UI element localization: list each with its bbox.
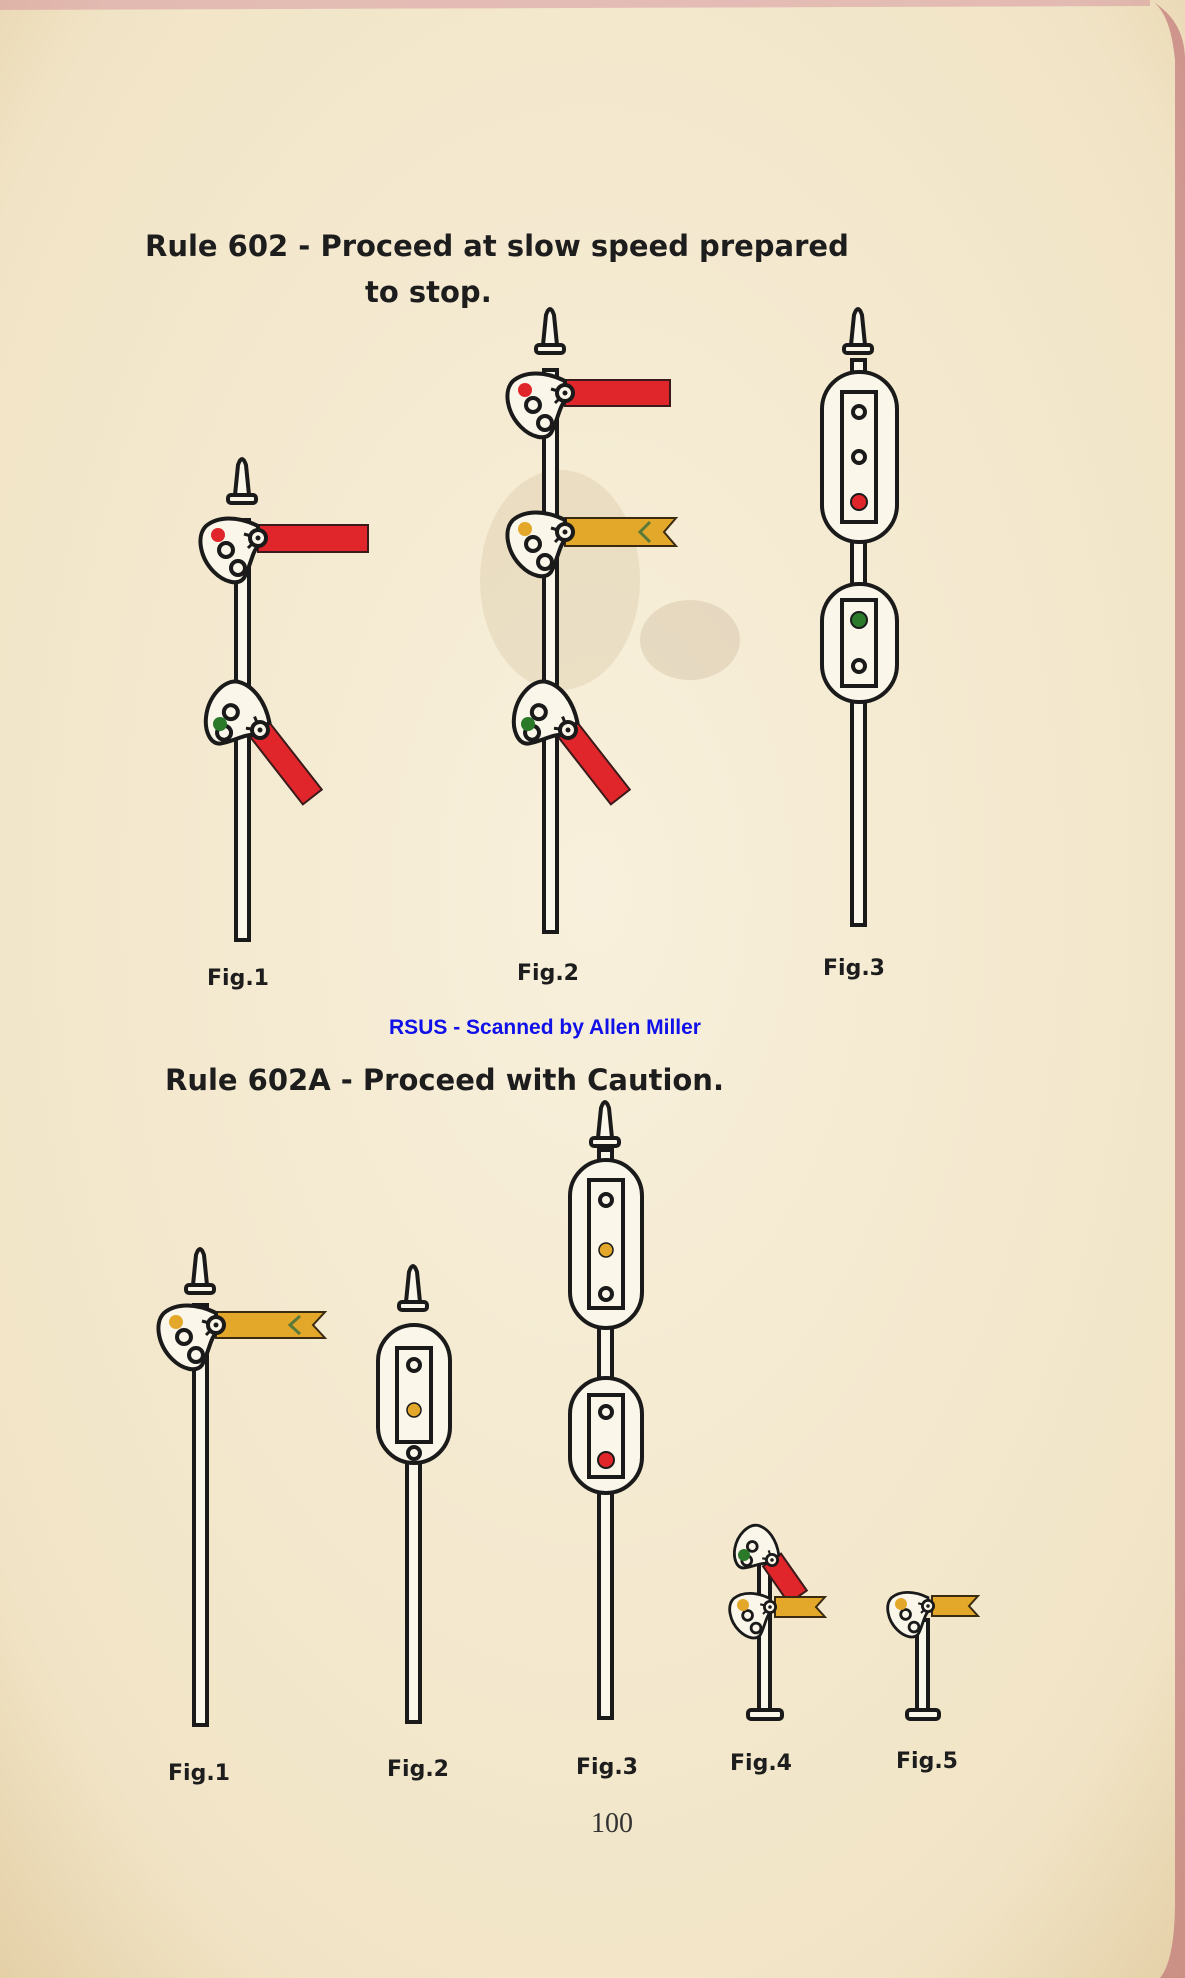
color-light-signal-602a-fig2 bbox=[376, 1264, 452, 1724]
red-light bbox=[850, 493, 868, 511]
scanner-watermark: RSUS - Scanned by Allen Miller bbox=[389, 1016, 701, 1039]
stain bbox=[480, 470, 640, 690]
semaphore-signal-fig2 bbox=[495, 307, 679, 934]
color-light-signal-fig3 bbox=[820, 307, 899, 927]
stain bbox=[640, 600, 740, 680]
yellow-lens bbox=[895, 1598, 907, 1610]
rule-602a-title: Rule 602A - Proceed with Caution. bbox=[165, 1063, 724, 1097]
rule-602-title-line1: Rule 602 - Proceed at slow speed prepare… bbox=[145, 229, 849, 263]
page-number: 100 bbox=[591, 1808, 633, 1839]
rule-602a-fig5-label: Fig.5 bbox=[896, 1749, 958, 1774]
red-arm bbox=[564, 379, 671, 407]
yellow-light bbox=[598, 1242, 614, 1258]
rule-602a-fig2-label: Fig.2 bbox=[387, 1757, 449, 1782]
rule-602-fig1-label: Fig.1 bbox=[207, 966, 269, 991]
green-light bbox=[850, 611, 868, 629]
yellow-fishtail-arm bbox=[564, 517, 679, 547]
rule-602a-fig1-label: Fig.1 bbox=[168, 1761, 230, 1786]
yellow-fishtail-arm bbox=[774, 1596, 828, 1618]
rule-602a-fig4-label: Fig.4 bbox=[730, 1751, 792, 1776]
semaphore-signal-fig1 bbox=[187, 457, 369, 942]
page-top-edge bbox=[0, 0, 1150, 10]
green-lens bbox=[521, 717, 535, 731]
semaphore-signal-602a-fig1 bbox=[156, 1247, 328, 1727]
rule-602a-fig3-label: Fig.3 bbox=[576, 1755, 638, 1780]
yellow-lens bbox=[737, 1599, 749, 1611]
page-edge bbox=[1150, 0, 1185, 1978]
dwarf-semaphore-602a-fig5 bbox=[886, 1590, 981, 1721]
yellow-light bbox=[406, 1402, 422, 1418]
rule-602-fig2-label: Fig.2 bbox=[517, 961, 579, 986]
green-lens bbox=[738, 1549, 750, 1561]
yellow-lens bbox=[169, 1315, 183, 1329]
yellow-fishtail-arm bbox=[931, 1595, 981, 1617]
green-lens bbox=[213, 717, 227, 731]
yellow-fishtail-arm bbox=[215, 1311, 328, 1339]
red-arm bbox=[257, 524, 369, 553]
dwarf-semaphore-602a-fig4 bbox=[722, 1517, 828, 1721]
yellow-lens bbox=[518, 522, 532, 536]
red-lens bbox=[518, 383, 532, 397]
rule-602-fig3-label: Fig.3 bbox=[823, 956, 885, 981]
red-light bbox=[597, 1451, 615, 1469]
red-lens bbox=[211, 528, 225, 542]
rule-602-title-line2: to stop. bbox=[365, 275, 492, 309]
color-light-signal-602a-fig3 bbox=[568, 1100, 644, 1720]
